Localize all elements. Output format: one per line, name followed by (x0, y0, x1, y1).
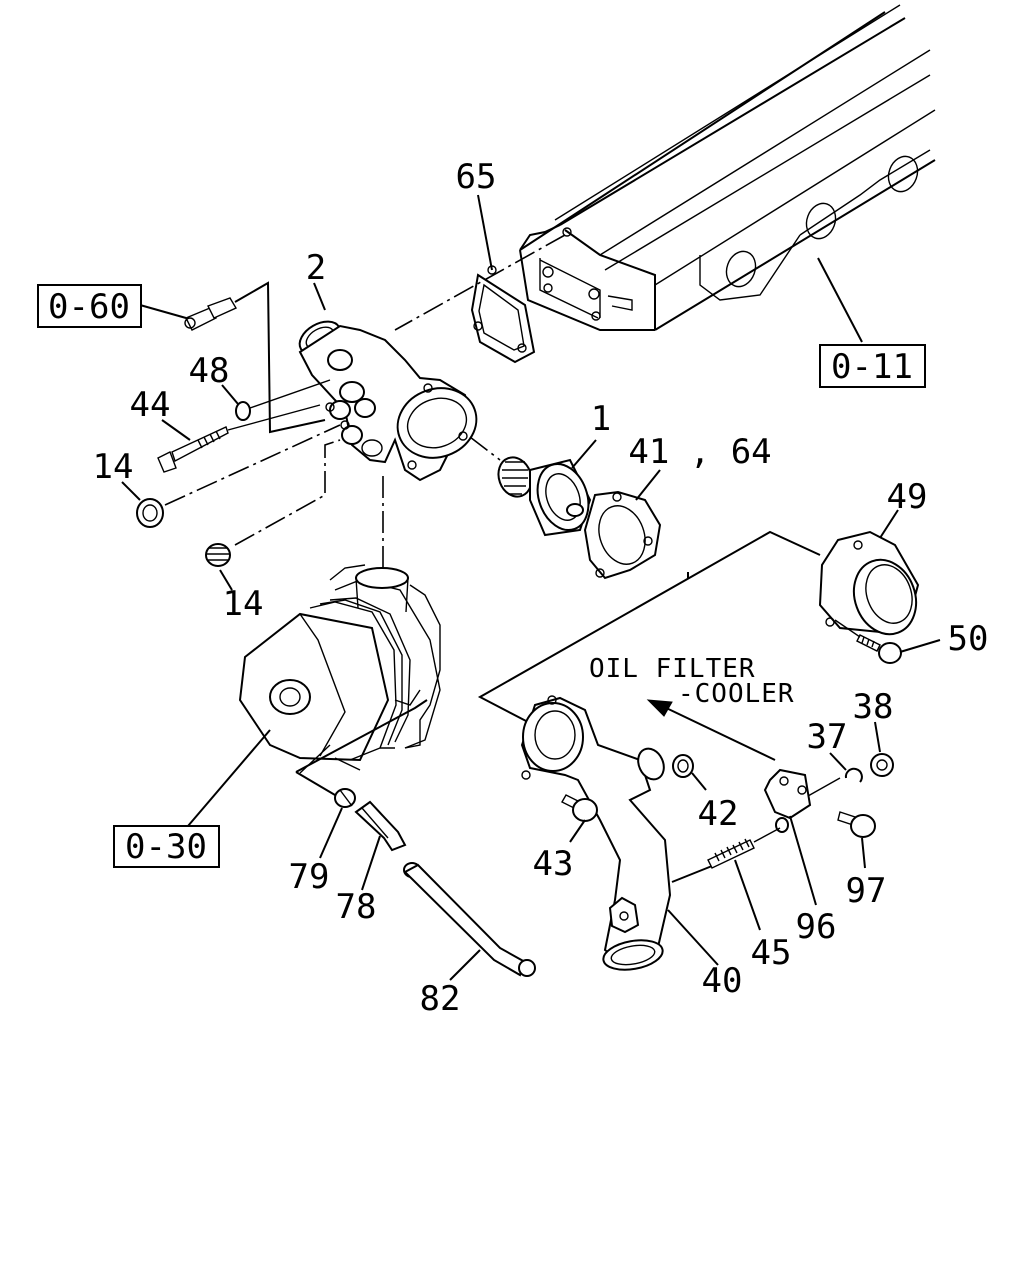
washer-48 (235, 401, 251, 421)
bolt-50 (856, 634, 902, 664)
thermostat-1 (497, 456, 592, 537)
ref-box-0-11[interactable]: 0-11 (819, 344, 926, 388)
pipe-82 (403, 862, 536, 977)
stud-45 (707, 838, 755, 869)
callout-96: 96 (796, 907, 837, 947)
callout-78: 78 (336, 887, 377, 927)
ref-label-0-60: 0-60 (48, 287, 130, 327)
callout-40: 40 (702, 961, 743, 1001)
callout-41-64: 41 , 64 (628, 432, 771, 472)
ref-label-0-11: 0-11 (831, 347, 913, 387)
callout-14-lower: 14 (223, 584, 264, 624)
nut-38 (870, 753, 894, 777)
callout-49: 49 (887, 477, 928, 517)
note-oil-filter: OIL FILTER (589, 654, 756, 684)
callout-44: 44 (130, 385, 171, 425)
ref-box-0-60[interactable]: 0-60 (37, 284, 142, 328)
bolt-97 (837, 811, 876, 838)
bolt-44 (157, 426, 229, 473)
callout-50: 50 (948, 619, 989, 659)
thermostat-housing (298, 320, 478, 482)
gasket-65 (470, 265, 536, 364)
plug-14-lower (205, 543, 231, 567)
callout-45: 45 (751, 933, 792, 973)
callout-82: 82 (420, 979, 461, 1019)
callout-14-upper: 14 (93, 447, 134, 487)
temperature-sensor (184, 297, 238, 331)
callout-97: 97 (846, 871, 887, 911)
callout-48: 48 (189, 351, 230, 391)
ref-label-0-30: 0-30 (125, 827, 207, 867)
clamp-79 (334, 788, 356, 808)
gasket-41-64 (583, 490, 662, 580)
callout-43: 43 (533, 844, 574, 884)
water-pipe-40 (520, 695, 672, 971)
callout-38: 38 (853, 687, 894, 727)
bracket-96 (763, 768, 812, 833)
water-pump (238, 564, 441, 774)
plug-14-upper (136, 498, 164, 528)
callout-65: 65 (456, 157, 497, 197)
thermostat-cover-49 (818, 530, 920, 636)
callout-42: 42 (698, 794, 739, 834)
callout-1: 1 (591, 399, 611, 439)
note-cooler: -COOLER (678, 679, 795, 709)
callout-37: 37 (807, 717, 848, 757)
arrow-icon (646, 699, 776, 761)
callout-2: 2 (306, 248, 326, 288)
clip-37 (844, 767, 863, 783)
ref-box-0-30[interactable]: 0-30 (113, 825, 220, 868)
callout-79: 79 (289, 857, 330, 897)
plug-42 (672, 754, 694, 778)
cylinder-head (519, 4, 936, 331)
hose-78 (354, 800, 407, 852)
bolt-43 (561, 794, 598, 822)
